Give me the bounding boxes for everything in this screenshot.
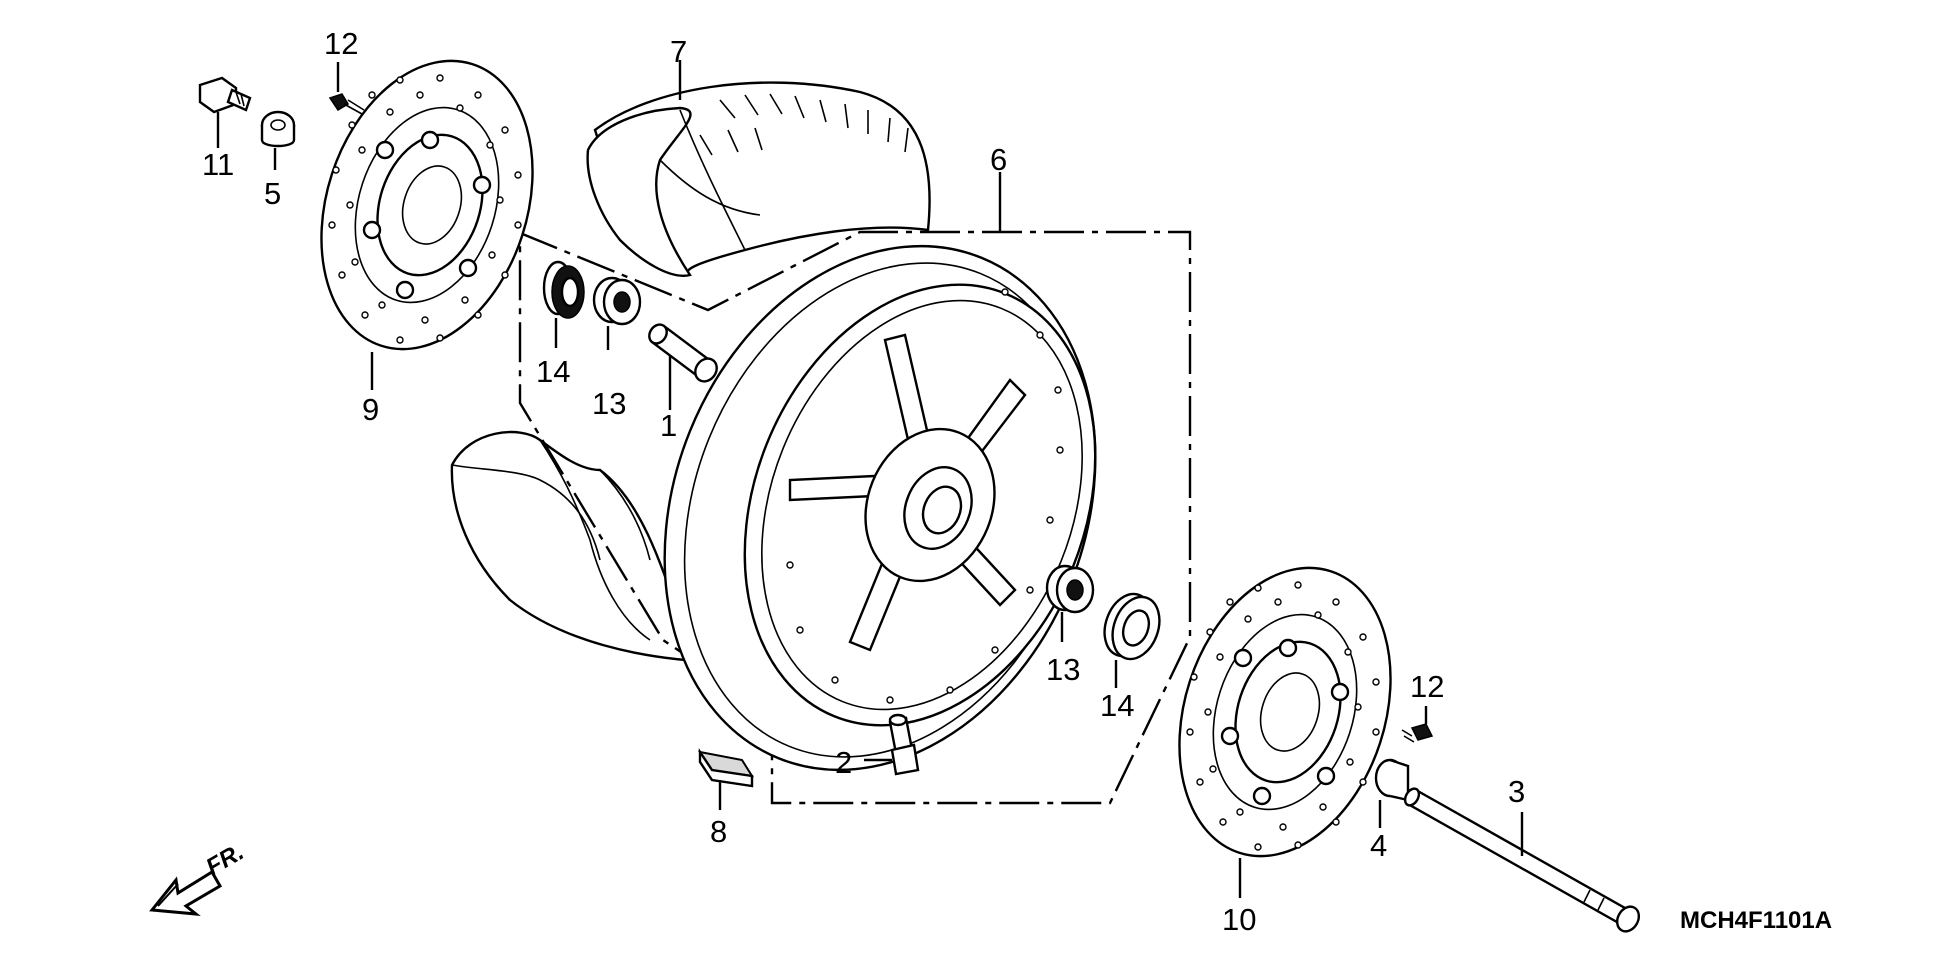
leader-lines <box>216 60 1524 898</box>
collar-5 <box>260 110 296 148</box>
valve-2 <box>888 713 920 776</box>
callout-8: 8 <box>710 814 727 849</box>
callout-12-top: 12 <box>324 26 358 61</box>
drawing-code: MCH4F1101A <box>1680 907 1832 934</box>
callout-3: 3 <box>1508 774 1525 809</box>
wheel <box>663 244 1097 772</box>
arrow-icon <box>149 869 223 916</box>
bolt-12-top <box>328 93 365 115</box>
seal-14-right <box>1103 592 1161 661</box>
callout-13-left: 13 <box>592 386 626 421</box>
callouts: 1 2 3 4 5 6 7 8 9 10 11 12 12 13 13 14 1… <box>202 26 1525 937</box>
callout-7: 7 <box>670 34 687 69</box>
callout-1: 1 <box>660 408 677 443</box>
callout-11: 11 <box>202 147 234 182</box>
brake-disc-left <box>320 59 534 351</box>
axle-3 <box>1403 787 1641 933</box>
bolt-11 <box>198 76 252 114</box>
callout-9: 9 <box>362 392 379 427</box>
weight-8 <box>697 748 754 788</box>
callout-2: 2 <box>835 745 852 780</box>
callout-14-right: 14 <box>1100 688 1134 723</box>
bearing-13-left <box>592 276 642 326</box>
callout-6: 6 <box>990 142 1007 177</box>
front-direction-marker: FR. <box>149 838 248 916</box>
callout-5: 5 <box>264 176 281 211</box>
bearing-13-right <box>1045 564 1095 614</box>
distance-collar-1 <box>648 323 718 383</box>
callout-12-bottom: 12 <box>1410 669 1444 704</box>
callout-13-right: 13 <box>1046 652 1080 687</box>
callout-14-left: 14 <box>536 354 570 389</box>
bearing-14-left <box>542 260 585 319</box>
tire <box>586 81 931 277</box>
bolt-12-bottom <box>1401 723 1434 743</box>
assembly-outline <box>518 230 1192 805</box>
brake-disc-right <box>1178 566 1392 858</box>
callout-10: 10 <box>1222 902 1256 937</box>
callout-4: 4 <box>1370 828 1387 863</box>
collar-4 <box>1374 758 1410 802</box>
